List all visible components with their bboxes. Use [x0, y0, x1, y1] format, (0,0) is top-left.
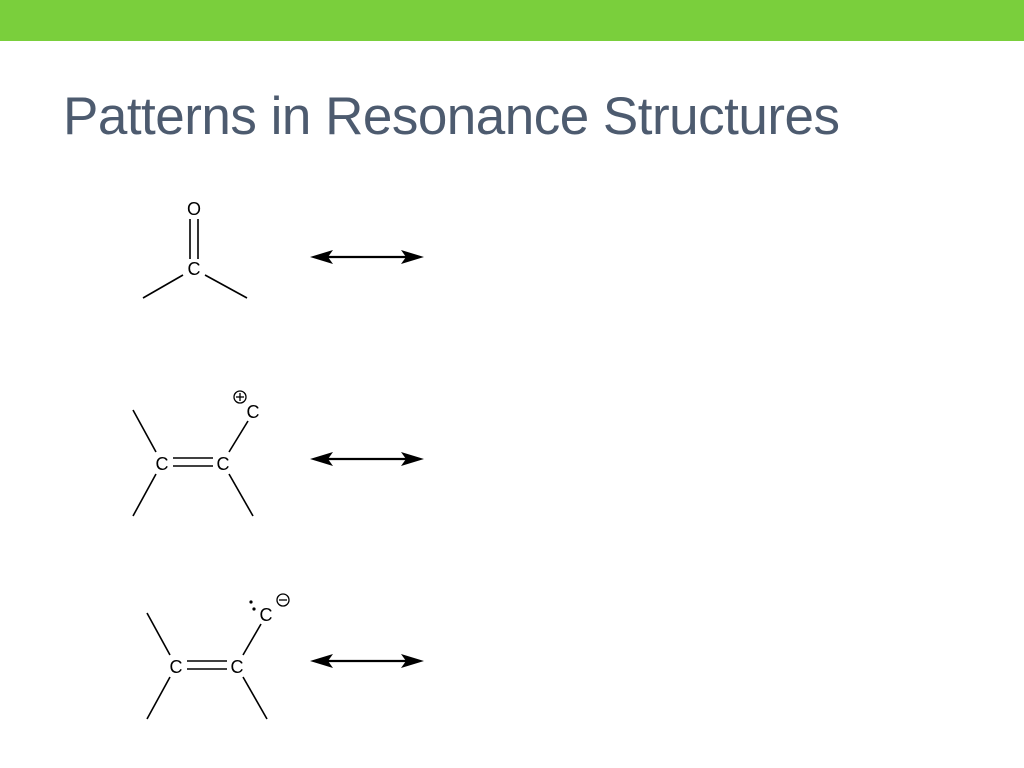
structure-allylic-anion: C C C [146, 593, 290, 720]
resonance-arrow-2 [310, 452, 424, 466]
resonance-arrow-3 [310, 654, 424, 668]
header-bar [0, 0, 1024, 41]
bond-c2-lower [242, 676, 268, 720]
bond-c2-lower [228, 473, 254, 517]
bond-c1-upper [132, 409, 157, 453]
atom-c2: C [231, 657, 244, 677]
atom-oxygen: O [187, 199, 201, 219]
atom-c2: C [217, 454, 230, 474]
slide-title: Patterns in Resonance Structures [63, 87, 840, 146]
structure-carbonyl: O C [142, 199, 248, 299]
bond-c1-lower [146, 676, 171, 720]
bond-c-right [204, 274, 248, 299]
atom-c1: C [156, 454, 169, 474]
resonance-arrow-1 [310, 250, 424, 264]
bond-c2-c3 [228, 420, 249, 453]
structure-allylic-cation: C C C [132, 390, 260, 517]
atom-c3-cation: C [247, 402, 260, 422]
atom-c3-anion: C [260, 605, 273, 625]
bond-c-left [142, 274, 184, 299]
lone-pair-icon [249, 600, 256, 611]
atom-c1: C [170, 657, 183, 677]
bond-c2-c3 [242, 623, 262, 656]
minus-charge-icon [276, 593, 290, 607]
bond-c1-upper [146, 612, 171, 656]
atom-carbonyl-carbon: C [188, 259, 201, 279]
plus-charge-icon [233, 390, 247, 404]
bond-c1-lower [132, 473, 157, 517]
